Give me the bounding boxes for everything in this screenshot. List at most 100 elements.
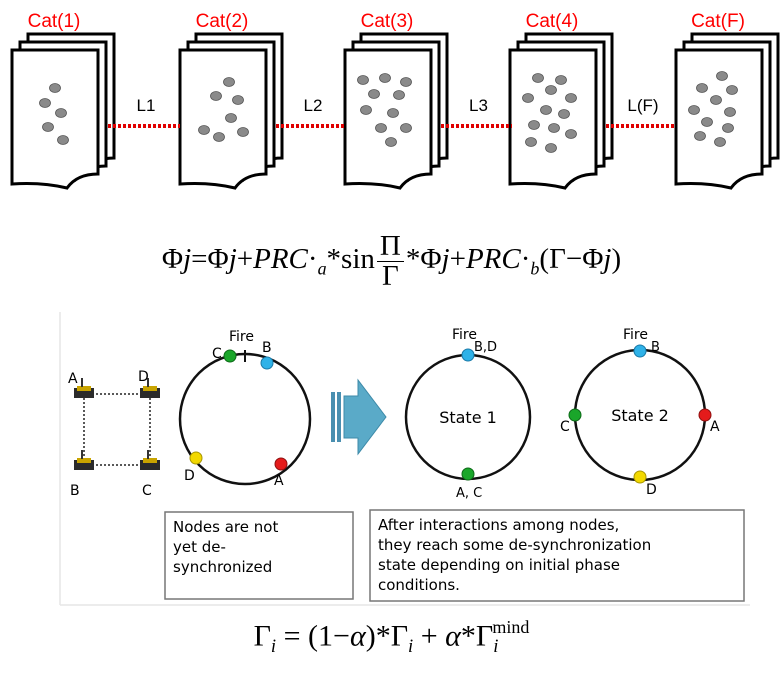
item-dot <box>55 108 67 118</box>
eq1-phi-2: Φ <box>207 243 229 276</box>
fire-label-3: Fire <box>623 327 648 343</box>
item-dot <box>724 107 736 117</box>
item-dot <box>379 73 391 83</box>
device-label-d: D <box>138 369 149 385</box>
device-label-c: C <box>142 483 152 499</box>
item-dot <box>694 131 706 141</box>
item-dot <box>714 137 726 147</box>
eq1-eq: = <box>191 243 208 276</box>
fire-label-1: Fire <box>229 329 254 345</box>
eq1-a: a <box>317 258 327 279</box>
eq2-alpha-2: α <box>445 619 461 653</box>
item-dot <box>375 123 387 133</box>
state2-label-a: A <box>710 419 720 435</box>
eq2-star: * <box>375 619 391 653</box>
note-box-left: Nodes are not yet de- synchronized <box>164 511 354 600</box>
category-label: Cat(1) <box>28 11 81 32</box>
eq1-star: * <box>326 243 342 276</box>
link-connector: L2 <box>276 96 346 128</box>
node-square: A D B C <box>68 369 160 499</box>
eq1-star-2: * <box>405 243 421 276</box>
device-d-icon <box>140 378 160 398</box>
eq2-i-3: i <box>493 636 499 658</box>
category-row: Cat(1)Cat(2)Cat(3)Cat(4)Cat(F) <box>10 11 780 190</box>
category-stack: Cat(3) <box>343 11 449 190</box>
item-dot <box>237 127 249 137</box>
eq1-gamma: Γ <box>381 260 399 292</box>
item-dot <box>548 123 560 133</box>
category-stack: Cat(4) <box>508 11 614 190</box>
category-label: Cat(F) <box>691 11 745 32</box>
item-dot <box>545 143 557 153</box>
circle1-label-b: B <box>262 340 272 356</box>
state2-label-c: C <box>560 419 570 435</box>
item-dot <box>223 77 235 87</box>
eq1-prc: PRC <box>253 243 308 276</box>
eq2-gamma-2: Γ <box>390 619 409 653</box>
document-page-icon <box>508 48 598 190</box>
state2-a-dot <box>698 408 712 422</box>
item-dot <box>726 85 738 95</box>
document-page-icon <box>178 48 268 190</box>
item-dot <box>210 91 222 101</box>
eq1-phi-4: Φ <box>582 243 604 276</box>
eq2-one: 1 <box>318 619 334 653</box>
eq1-pi: Π <box>376 232 404 262</box>
item-dot <box>545 85 557 95</box>
note-right-line-2: they reach some de-synchronization <box>378 536 651 554</box>
item-dot <box>688 105 700 115</box>
note-box-right: After interactions among nodes, they rea… <box>369 509 745 602</box>
link-connector: L1 <box>108 96 180 128</box>
item-dot <box>710 95 722 105</box>
state2-c-dot <box>568 408 582 422</box>
eq1-minus: − <box>565 243 583 276</box>
eq1-plus-2: + <box>449 243 466 276</box>
item-dot <box>528 120 540 130</box>
item-dot <box>49 83 61 93</box>
eq2-alpha: α <box>349 619 366 653</box>
eq1-b: b <box>530 258 540 279</box>
item-dot <box>565 129 577 139</box>
item-dot <box>357 75 369 85</box>
circle1-label-c: C <box>212 346 222 362</box>
item-dot <box>393 90 405 100</box>
item-dot <box>532 73 544 83</box>
node-a-dot <box>274 457 288 471</box>
node-c-dot <box>223 349 237 363</box>
device-c-icon <box>140 450 160 470</box>
eq1-j-4: j <box>603 243 612 276</box>
category-label: Cat(4) <box>526 11 579 32</box>
note-right-line-4: conditions. <box>378 576 460 594</box>
eq1-j-3: j <box>441 243 450 276</box>
phase-circle-state-2: Fire B C A D State 2 <box>560 327 720 498</box>
eq2-star-2: * <box>460 619 476 653</box>
item-dot <box>565 93 577 103</box>
item-dot <box>696 83 708 93</box>
state2-label-b: B <box>651 340 660 355</box>
state1-top-label: B,D <box>474 340 497 355</box>
item-dot <box>387 108 399 118</box>
eq1-dot-2: · <box>520 243 531 276</box>
item-dot <box>57 135 69 145</box>
link-label: L1 <box>137 96 156 115</box>
category-label: Cat(3) <box>361 11 414 32</box>
eq1-phi: Φ <box>161 243 184 276</box>
phase-figure: A D B C Fire C B D A Fire <box>59 312 750 606</box>
fire-label-2: Fire <box>452 327 477 343</box>
link-connector: L(F) <box>606 96 676 128</box>
state1-bottom-label: A, C <box>456 486 482 501</box>
phase-circle-initial: Fire C B D A <box>178 329 312 489</box>
eq1-phi-3: Φ <box>420 243 442 276</box>
item-dot <box>360 105 372 115</box>
state1-top-dot <box>461 348 475 362</box>
note-left-line-1: Nodes are not <box>173 518 278 536</box>
link-row: L1 L2 L3 L(F) <box>108 96 676 128</box>
state2-b-dot <box>633 344 647 358</box>
state2-center-label: State 2 <box>611 406 669 425</box>
device-label-b: B <box>70 483 80 499</box>
document-page-icon <box>10 48 100 190</box>
gamma-update-equation: Γi = (1−α)*Γi + α*Γimind <box>253 617 530 658</box>
link-label: L3 <box>469 96 488 115</box>
